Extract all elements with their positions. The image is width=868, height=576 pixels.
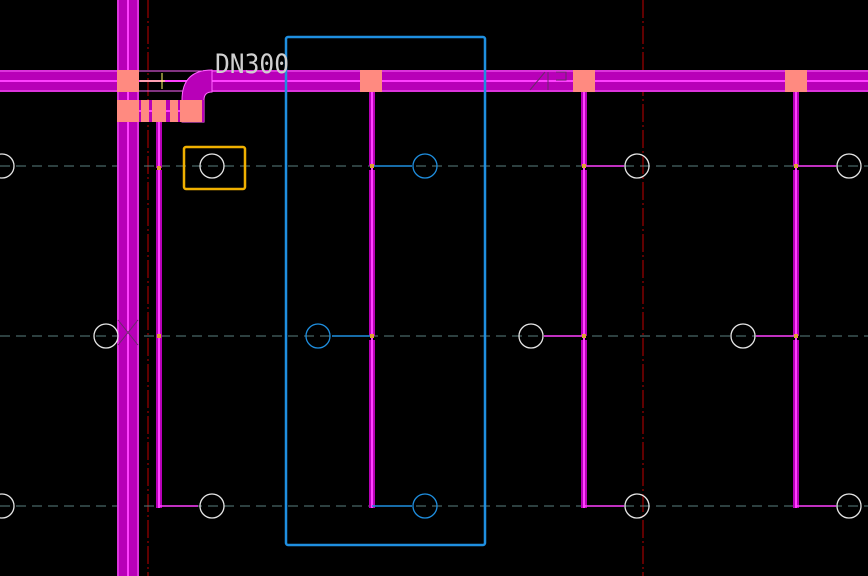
joint-dot — [582, 334, 586, 338]
joint-dot — [794, 164, 798, 168]
sprinkler-head-icon[interactable] — [624, 493, 650, 519]
highlight-box[interactable] — [182, 145, 247, 191]
pipe-size-label[interactable]: DN300 — [215, 49, 289, 80]
faint-mark-2 — [117, 319, 139, 346]
joint-dot — [794, 334, 798, 338]
fitting-tee-2[interactable] — [573, 70, 595, 92]
sprinkler-head-icon[interactable] — [412, 493, 438, 519]
fitting-block-2[interactable] — [141, 100, 149, 122]
selection-box[interactable] — [284, 35, 487, 547]
sprinkler-head-icon[interactable] — [0, 153, 15, 179]
riser-pipe[interactable] — [117, 0, 139, 576]
dimension-mark — [140, 73, 165, 89]
joint-dot — [157, 166, 161, 170]
joint-dot — [157, 334, 161, 338]
sprinkler-head-icon[interactable] — [199, 153, 225, 179]
axis-lines — [147, 0, 644, 576]
sprinkler-heads — [0, 153, 862, 519]
sprinkler-head-icon[interactable] — [93, 323, 119, 349]
sprinkler-head-icon[interactable] — [412, 153, 438, 179]
sprinkler-head-icon[interactable] — [518, 323, 544, 349]
fittings — [117, 70, 807, 122]
faint-annotations — [117, 71, 567, 346]
fitting-block-4[interactable] — [170, 100, 178, 122]
fitting-tee-3[interactable] — [785, 70, 807, 92]
branch-pipes — [156, 92, 836, 508]
grid-lines — [0, 165, 868, 507]
fitting-tee-1[interactable] — [360, 70, 382, 92]
sprinkler-head-icon[interactable] — [836, 153, 862, 179]
fitting-block-1[interactable] — [117, 100, 139, 122]
sprinkler-head-icon[interactable] — [0, 493, 15, 519]
faint-mark-1 — [529, 71, 567, 91]
joint-dot — [582, 164, 586, 168]
sprinkler-head-icon[interactable] — [730, 323, 756, 349]
fitting-block-3[interactable] — [152, 100, 166, 122]
fitting-tee-riser[interactable] — [117, 70, 139, 92]
joint-dot — [370, 164, 374, 168]
fitting-block-5[interactable] — [180, 100, 202, 122]
sprinkler-head-icon[interactable] — [624, 153, 650, 179]
sprinkler-head-icon[interactable] — [305, 323, 331, 349]
sprinkler-head-icon[interactable] — [199, 493, 225, 519]
sprinkler-head-icon[interactable] — [836, 493, 862, 519]
joint-dot — [370, 334, 374, 338]
